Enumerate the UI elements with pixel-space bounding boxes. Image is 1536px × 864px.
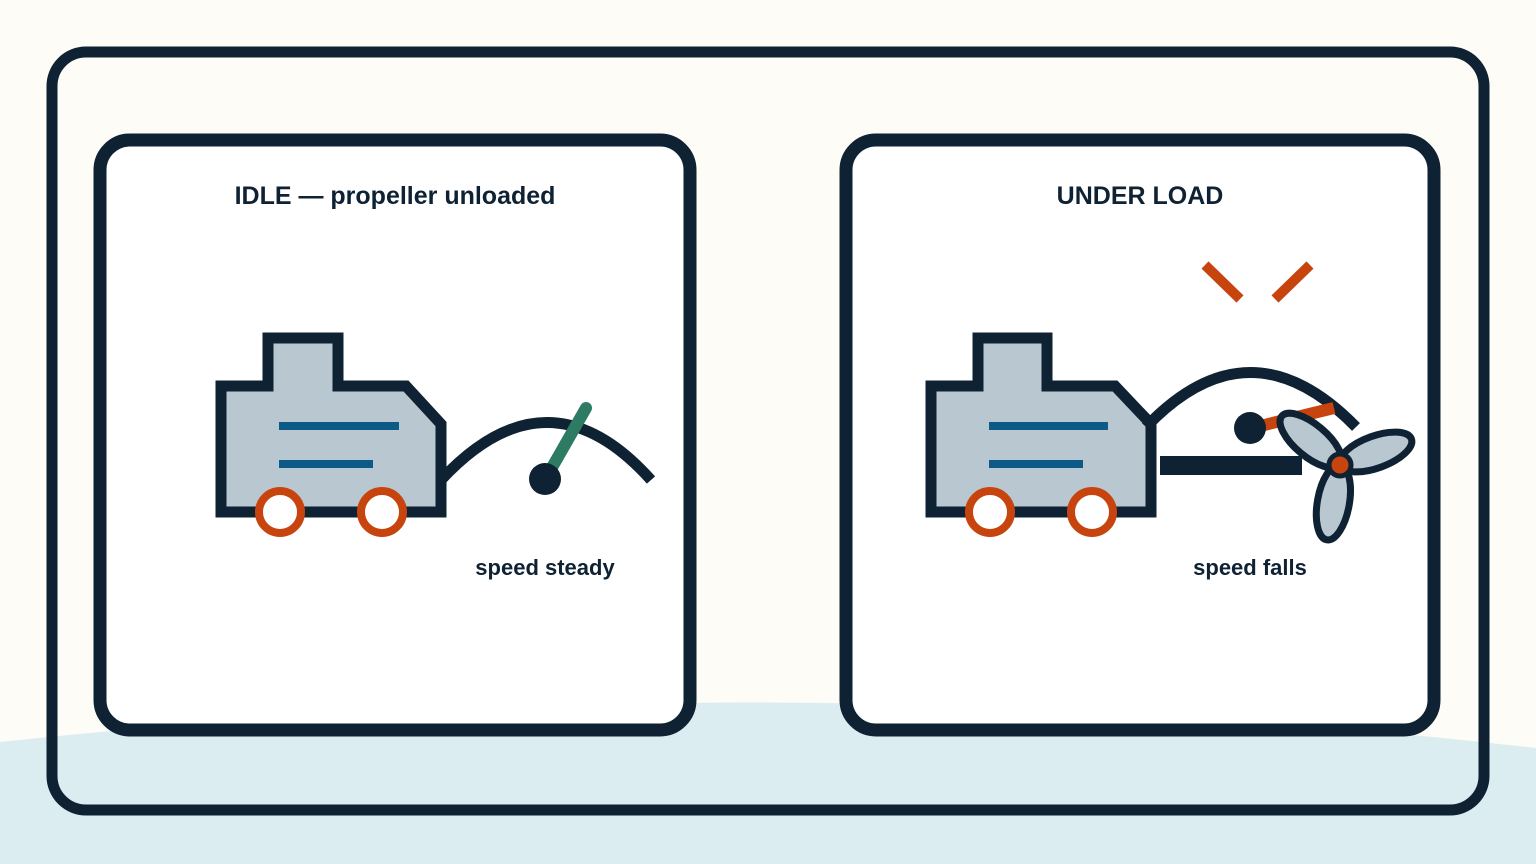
wheel [965,487,1015,537]
gauge-arc [1142,367,1360,431]
gauge-pivot [1234,412,1266,444]
gauge-pivot [529,463,561,495]
strain-mark [1271,261,1314,303]
speed-gauge-idle [436,402,656,495]
wheel [1067,487,1117,537]
panel-idle-caption: speed steady [475,555,615,580]
panel-load-caption: speed falls [1193,555,1307,580]
gauge-arc [436,417,656,484]
wheel [357,487,407,537]
outer-frame [46,46,1490,816]
propeller-hub [1326,451,1354,479]
motor-idle [215,332,447,537]
motor-load [925,332,1157,537]
strain-marks [1201,261,1314,303]
strain-mark [1201,261,1244,303]
panel-idle-title: IDLE — propeller unloaded [235,182,556,210]
water-wave [0,702,1536,864]
drive-shaft [1160,456,1302,475]
wheel [255,487,305,537]
panel-load-title: UNDER LOAD [1057,182,1224,210]
panel-load: UNDER LOAD speed falls [839,133,1441,737]
panel-idle: IDLE — propeller unloaded speed steady [93,133,697,737]
propeller [1276,409,1416,544]
